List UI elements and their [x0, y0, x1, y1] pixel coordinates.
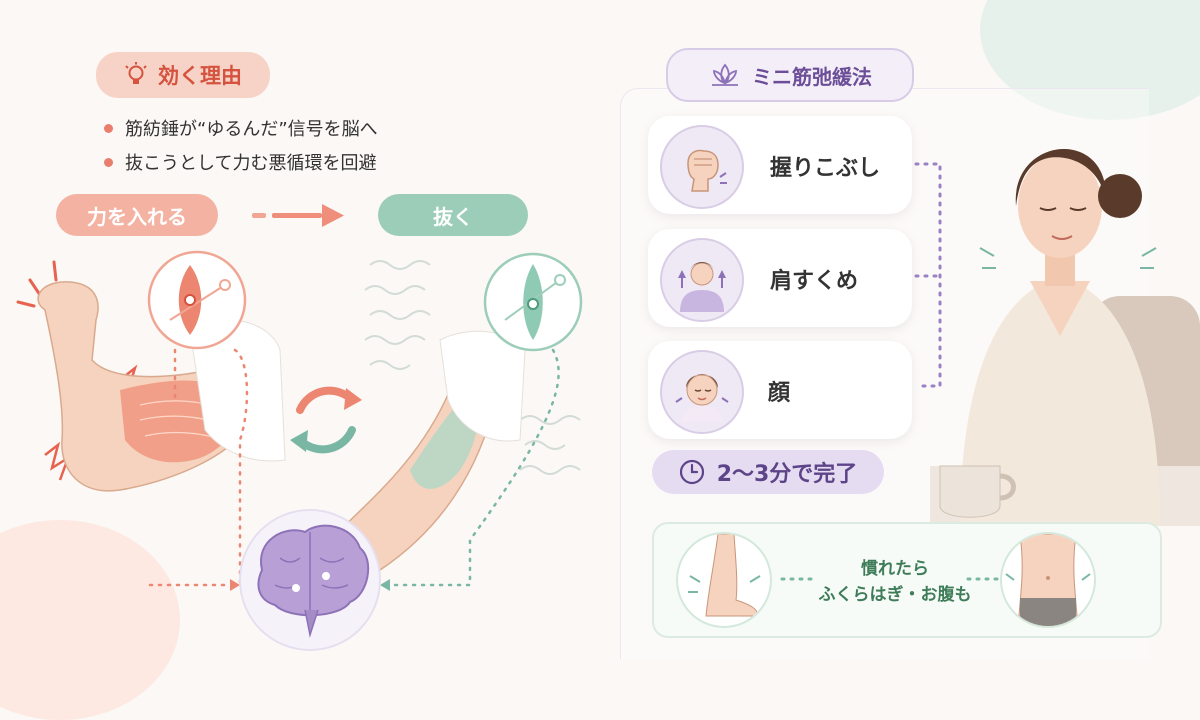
- face-icon: [675, 374, 729, 422]
- tension-spikes-icon: [16, 260, 58, 308]
- calf-image-circle: [676, 532, 772, 628]
- shoulder-shrug-icon: [678, 262, 726, 312]
- release-label: 抜く: [378, 194, 528, 236]
- bullet-dot: [104, 157, 113, 167]
- bullet-text: 筋紡錘が“ゆるんだ”信号を脳へ: [125, 119, 378, 140]
- reason-badge-label: 効く理由: [158, 64, 242, 88]
- tip-line-2: ふくらはぎ・お腹も: [818, 585, 972, 605]
- title-badge: ミニ筋弛緩法: [666, 48, 914, 102]
- step-icon-circle: [660, 238, 744, 322]
- tense-label-text: 力を入れる: [87, 204, 187, 229]
- step-label: 握りこぶし: [770, 156, 881, 181]
- tip-line-1: 慣れたら: [861, 559, 929, 579]
- connector-left: [780, 577, 820, 581]
- right-arrow-icon: [252, 204, 344, 227]
- step-card-shoulder: 肩すくめ: [648, 229, 912, 327]
- release-label-text: 抜く: [433, 204, 473, 229]
- duration-badge: 2〜3分で完了: [652, 450, 884, 494]
- step-label: 肩すくめ: [770, 269, 859, 294]
- cycle-arrows-icon: [290, 386, 362, 454]
- fist-icon: [687, 149, 727, 192]
- step-card-fist: 握りこぶし: [648, 116, 912, 214]
- clock-icon: [679, 459, 705, 485]
- advanced-tip-card: 慣れたら ふくらはぎ・お腹も: [652, 522, 1162, 638]
- bullet-1: 筋紡錘が“ゆるんだ”信号を脳へ: [104, 115, 378, 141]
- tense-label: 力を入れる: [56, 194, 218, 236]
- bullet-dot: [104, 123, 113, 133]
- muscle-relaxation-illustration: [16, 250, 583, 651]
- tip-text: 慣れたら ふくらはぎ・お腹も: [800, 556, 990, 608]
- reason-badge: 効く理由: [96, 52, 270, 98]
- relaxing-woman-photo: [930, 148, 1200, 526]
- bullet-text: 抜こうとして力む悪循環を回避: [125, 153, 377, 174]
- step-icon-circle: [660, 350, 744, 434]
- belly-icon: [1005, 534, 1091, 626]
- connector-right: [966, 577, 1006, 581]
- title-badge-label: ミニ筋弛緩法: [752, 64, 872, 89]
- step-label: 顔: [768, 381, 791, 406]
- brain-icon: [239, 509, 381, 651]
- lotus-icon: [708, 63, 742, 87]
- calf-icon: [688, 534, 761, 617]
- step-card-face: 顔: [648, 341, 912, 439]
- steps-connector: [914, 162, 942, 388]
- lightbulb-icon: [124, 62, 148, 88]
- bullet-2: 抜こうとして力む悪循環を回避: [104, 149, 376, 175]
- duration-text: 2〜3分で完了: [716, 462, 858, 487]
- belly-image-circle: [1000, 532, 1096, 628]
- step-icon-circle: [660, 125, 744, 209]
